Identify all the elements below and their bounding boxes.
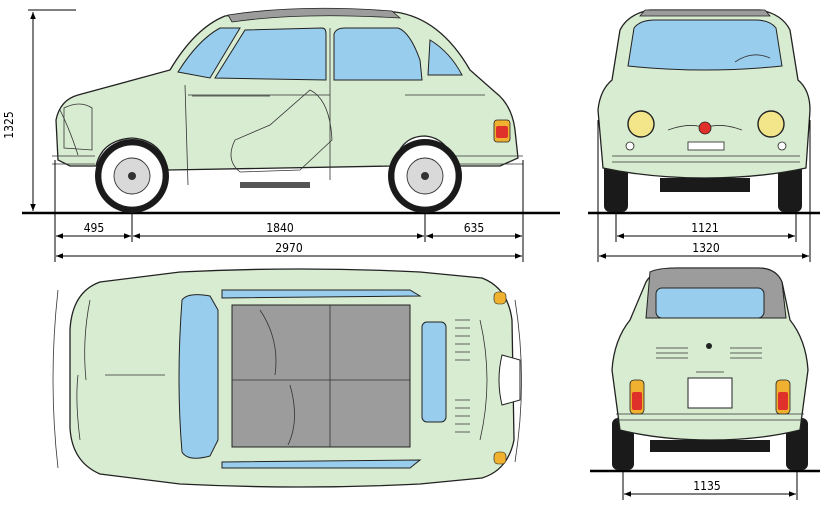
front-overhang-label: 495 [84,221,105,235]
height-dimension: 1325 [2,9,76,211]
front-view [588,9,820,215]
height-label: 1325 [2,111,16,138]
side-rear-wheel [388,139,462,213]
rear-window [655,287,765,319]
rear-overhang-label: 635 [464,221,485,235]
front-track-label: 1121 [691,221,718,235]
side-door-window [214,27,327,81]
rear-track-label: 1135 [693,479,720,493]
overall-length-label: 2970 [275,241,303,255]
top-view [52,268,522,488]
wheelbase-label: 1840 [266,221,294,235]
length-dimensions: 495 1840 635 2970 [54,160,524,262]
side-front-window [177,27,241,79]
rear-view [590,267,820,473]
front-headlights [627,110,785,138]
front-windscreen [627,19,783,71]
side-view [22,7,560,215]
overall-width-label: 1320 [692,241,720,255]
front-dimensions: 1121 1320 [597,120,811,262]
top-windscreen [178,294,219,459]
top-rear-window [421,321,447,423]
side-rear-window [333,27,423,81]
side-front-wheel [95,139,169,213]
top-roof [231,304,411,448]
rear-dimensions: 1135 [622,472,798,500]
